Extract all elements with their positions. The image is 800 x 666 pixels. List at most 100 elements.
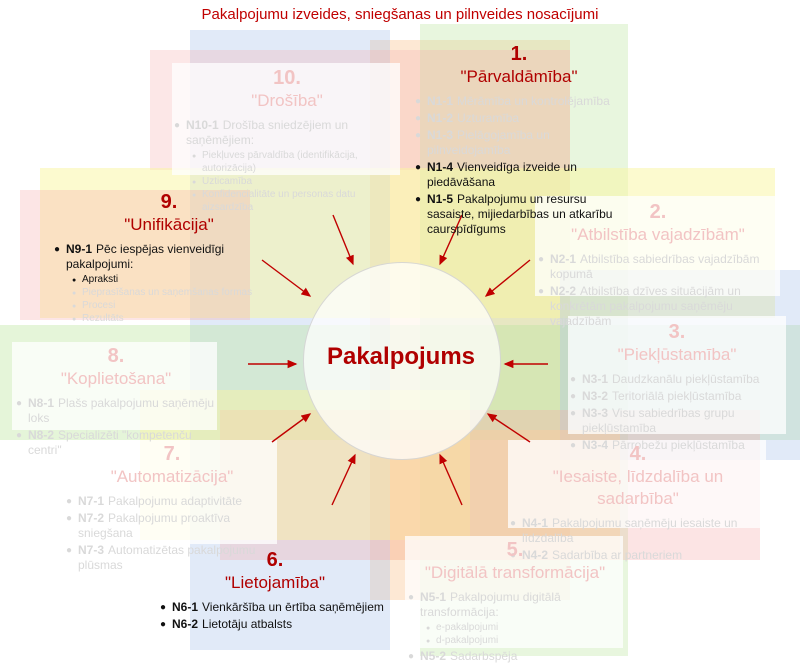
box-title: "Automatizācija" <box>110 467 234 486</box>
box-title: "Pārvaldāmība" <box>460 67 578 86</box>
item-code: N2-1 <box>550 252 577 266</box>
box-title: "Iesaiste, līdzdalība un sadarbība" <box>552 467 724 508</box>
item-code: N1-5 <box>427 192 454 206</box>
item-text: Pārrobežu piekļūstamība <box>612 438 745 452</box>
sub-list-item: Konfidencialitāte un personas datu aizsa… <box>192 188 400 214</box>
item-text: Uzturamība <box>457 111 520 125</box>
item-text: Atbilstība dzīves situācijām un konkrētā… <box>550 284 741 328</box>
box-number: 3. <box>668 321 686 343</box>
item-text: Pakalpojumu proaktīva sniegšana <box>78 511 231 540</box>
page-title: Pakalpojumu izveides, sniegšanas un piln… <box>201 6 599 23</box>
arrow-top-left <box>332 214 354 266</box>
center-circle <box>303 262 501 460</box>
item-text: Pakalpojumu adaptivitāte <box>108 494 243 508</box>
item-code: N1-1 <box>427 94 454 108</box>
box-title: "Atbilstība vajadzībām" <box>571 225 745 244</box>
sub-list-item: Procesi <box>72 299 284 313</box>
item-text: Specializēti "kompetenču centri" <box>28 428 192 457</box>
sub-list: e-pakalpojumi d-pakalpojumi <box>426 621 622 648</box>
item-code: N10-1 <box>186 118 219 132</box>
item-code: N1-3 <box>427 128 454 142</box>
sub-list-item: d-pakalpojumi <box>426 634 622 648</box>
item-code: N1-2 <box>427 111 454 125</box>
item-text: Pakalpojumu digitālā transformācija: <box>420 590 561 619</box>
arrow-bottom-right <box>439 453 463 506</box>
item-code: N7-2 <box>78 511 105 525</box>
item-code: N1-4 <box>427 160 454 174</box>
item-code: N2-2 <box>550 284 577 298</box>
box-title: "Drošība" <box>251 91 323 110</box>
sub-list-item: Pieprasīšanas un saņemšanas formas <box>72 286 284 300</box>
box-number: 5. <box>506 539 524 561</box>
box-number: 1. <box>510 43 528 65</box>
item-code: N9-1 <box>66 242 93 256</box>
box-number: 4. <box>629 443 647 465</box>
item-code: N7-1 <box>78 494 105 508</box>
item-text: Teritoriālā piekļūstamība <box>612 389 742 403</box>
item-code: N3-4 <box>582 438 609 452</box>
box-number: 10. <box>273 67 301 89</box>
item-text: Vienkāršība un ērtība saņēmējiem <box>202 600 384 614</box>
item-text: Pēc iespējas vienveidīgi pakalpojumi: <box>66 242 225 271</box>
arrow-bottom-left <box>331 453 356 506</box>
item-code: N3-1 <box>582 372 609 386</box>
sub-list: Apraksti Pieprasīšanas un saņemšanas for… <box>72 273 284 326</box>
item-text: Atbilstība sabiedrības vajadzībām kopumā <box>550 252 760 281</box>
box-title: "Koplietošana" <box>60 369 172 388</box>
item-code: N8-2 <box>28 428 55 442</box>
arrow-lower-right <box>486 413 531 443</box>
item-text: Pakalpojumu saņēmēju iesaiste un līdzdal… <box>522 516 738 545</box>
item-code: N4-2 <box>522 548 549 562</box>
item-text: Pakalpojumu un resursu sasaiste, mijieda… <box>427 192 613 236</box>
item-code: N3-2 <box>582 389 609 403</box>
item-text: Pielāgojamība un pilnveidojamība <box>427 128 550 157</box>
box-n2: 2. "Atbilstība vajadzībām" N2-1Atbilstīb… <box>538 200 778 331</box>
sub-list-item: Uzticamība <box>192 175 400 189</box>
item-code: N3-3 <box>582 406 609 420</box>
item-code: N6-2 <box>172 617 199 631</box>
sub-list-item: Rezultāts <box>72 312 284 326</box>
item-code: N6-1 <box>172 600 199 614</box>
item-text: Mērāmība un kontrolējamība <box>457 94 610 108</box>
sub-list: Piekļuves pārvaldība (identifikācija, au… <box>192 149 400 214</box>
item-text: Sadarbspēja <box>450 649 518 663</box>
sub-list-item: Apraksti <box>72 273 284 287</box>
item-text: Vienveidīga izveide un piedāvāšana <box>427 160 577 189</box>
item-code: N4-1 <box>522 516 549 530</box>
center-label: Pakalpojums <box>326 343 476 370</box>
box-title: "Unifikācija" <box>124 215 214 234</box>
item-text: Daudzkanālu piekļūstamība <box>612 372 760 386</box>
sub-list-item: Piekļuves pārvaldība (identifikācija, au… <box>192 149 400 175</box>
box-number: 2. <box>649 201 667 223</box>
item-text: Automatizētas pakalpojumu plūsmas <box>78 543 256 572</box>
item-code: N8-1 <box>28 396 55 410</box>
item-text: Plašs pakalpojumu saņēmēju loks <box>28 396 215 425</box>
